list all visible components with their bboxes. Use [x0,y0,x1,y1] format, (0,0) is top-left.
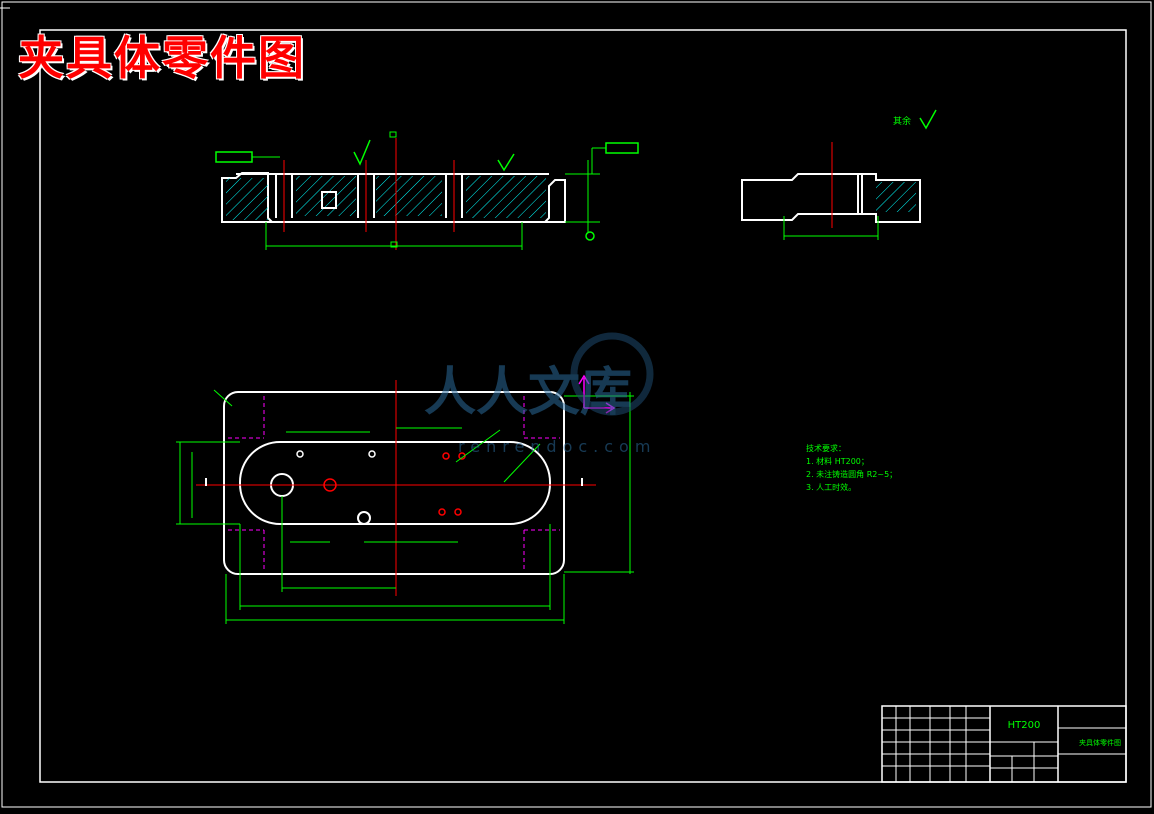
leader-plan-3 [213,389,233,407]
plan-outline [223,391,565,575]
small-hole-6 [454,508,462,516]
roughness-mark-2 [497,153,515,172]
surface-finish-symbol [919,109,937,130]
roughness-mark-1 [353,139,371,166]
tech-req-item-3: 3. 人工时效。 [806,482,856,492]
hatch-right [466,176,546,218]
side-view: 其余 [741,109,937,240]
watermark-url: renrendoc.com [458,437,656,456]
leader-plan-2 [503,443,541,483]
datum-symbol [585,231,595,241]
dim-text-marker [390,241,398,248]
title-block: HT200 夹具体零件图 [881,705,1127,783]
side-hatch [876,182,916,212]
top-plan-view [176,380,634,624]
geo-tolerance-frame-left [215,151,253,163]
dim-marker-top [389,131,397,138]
overlay-title: 夹具体零件图 [18,31,306,85]
small-hole-3 [442,452,450,460]
tech-req-title: 技术要求： [806,443,846,453]
material-cell: HT200 [1008,720,1041,731]
drawing-frame [39,29,1127,783]
tech-req-item-2: 2. 未注铸造圆角 R2~5； [806,469,897,479]
hatch-left [226,178,268,220]
watermark: 人人文库 renrendoc.com [424,332,656,456]
tech-req-item-1: 1. 材料 HT200； [806,456,869,466]
front-section-view [215,131,639,250]
surface-finish-note: 其余 [893,115,911,127]
side-view-outline [741,173,921,223]
watermark-logo-ring [570,332,654,416]
title-block-frame [881,705,1127,783]
geo-tolerance-frame-right [605,142,639,154]
hatch-center-left [296,176,356,216]
small-hole-5 [438,508,446,516]
pin-hole-2 [357,511,371,525]
counterbore [321,191,337,209]
part-name-cell: 夹具体零件图 [1079,738,1121,747]
leader-plan-1 [455,429,501,463]
small-hole-1 [296,450,304,458]
watermark-brand: 人人文库 [424,363,632,423]
tech-requirements: 技术要求： 1. 材料 HT200； 2. 未注铸造圆角 R2~5； 3. 人工… [806,443,897,492]
small-hole-2 [368,450,376,458]
title-block-grid [882,706,990,782]
hatch-center [376,176,442,216]
plan-slot [239,441,551,525]
